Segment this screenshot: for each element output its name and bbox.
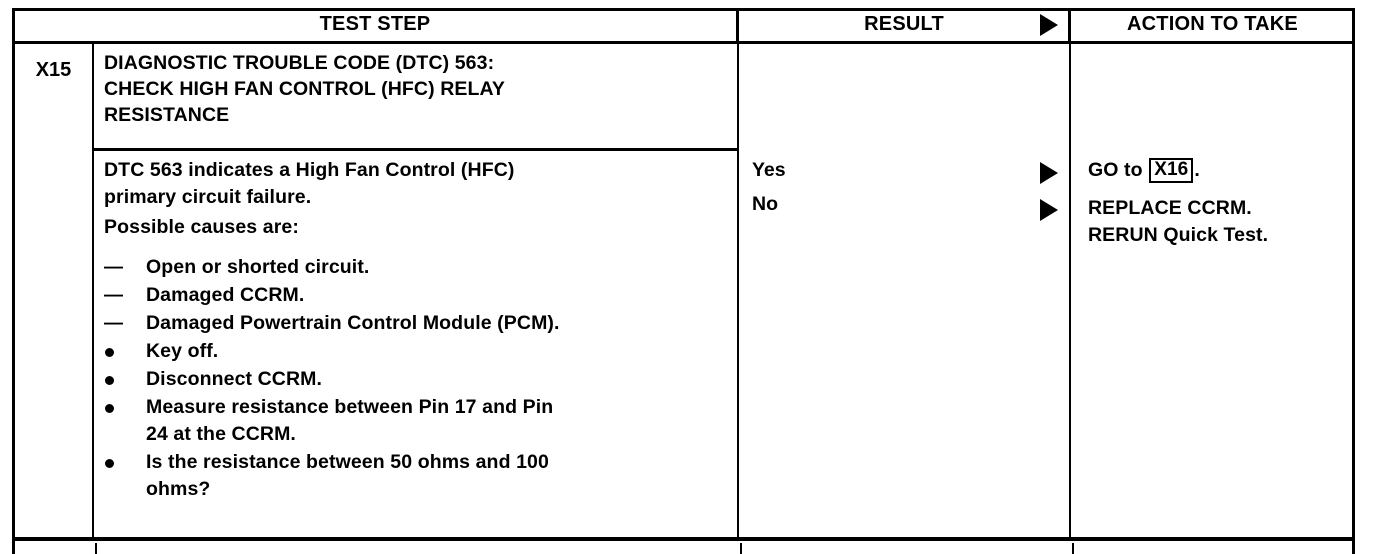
column-divider-action-next [1072, 543, 1074, 554]
list-item-line: Is the resistance between 50 ohms and 10… [146, 451, 549, 473]
column-divider-step-id-body [92, 151, 94, 540]
column-divider-result-next [740, 543, 742, 554]
list-item-line: ohms? [146, 478, 211, 500]
header-action-to-take: ACTION TO TAKE [1127, 13, 1298, 35]
test-step-body: DTC 563 indicates a High Fan Control (HF… [104, 157, 744, 503]
step-title-line: DIAGNOSTIC TROUBLE CODE (DTC) 563: [104, 52, 495, 74]
step-id-cell: X15 [15, 47, 92, 147]
list-item: — Open or shorted circuit. [104, 254, 744, 281]
dash-bullet-icon: — [104, 285, 124, 306]
step-title-line: RESISTANCE [104, 104, 230, 126]
list-item-line: Key off. [146, 340, 219, 362]
list-item-line: 24 at the CCRM. [146, 423, 296, 445]
action-no-line: REPLACE CCRM. [1088, 197, 1252, 219]
action-no-line: RERUN Quick Test. [1088, 224, 1269, 246]
cause-and-procedure-list: — Open or shorted circuit. — Damaged CCR… [104, 254, 744, 503]
header-result: RESULT [864, 13, 944, 35]
step-title-cell: DIAGNOSTIC TROUBLE CODE (DTC) 563: CHECK… [104, 50, 724, 128]
dash-bullet-icon: — [104, 313, 124, 334]
list-item-question: Is the resistance between 50 ohms and 10… [104, 449, 744, 503]
action-no-block: REPLACE CCRM. RERUN Quick Test. [1088, 195, 1350, 249]
row-bottom-rule [12, 537, 1355, 541]
action-goto-suffix: . [1194, 159, 1200, 181]
list-item-line: Damaged Powertrain Control Module (PCM). [146, 312, 560, 334]
body-paragraph-line: Possible causes are: [104, 216, 299, 238]
list-item: — Damaged Powertrain Control Module (PCM… [104, 310, 744, 337]
action-goto-prefix: GO to [1088, 159, 1143, 181]
action-yes-line: GO to X16. [1088, 157, 1350, 184]
column-divider-step-id-next [95, 543, 97, 554]
right-triangle-icon [1040, 199, 1058, 221]
step-title-line: CHECK HIGH FAN CONTROL (HFC) RELAY [104, 78, 505, 100]
body-paragraph-line: primary circuit failure. [104, 186, 312, 208]
column-divider-result-body [737, 44, 739, 540]
result-label: Yes [752, 159, 786, 181]
list-item-line: Open or shorted circuit. [146, 256, 370, 278]
result-cell: Yes No [752, 157, 1032, 225]
step-reference-box[interactable]: X16 [1149, 158, 1194, 183]
list-item: Key off. [104, 338, 744, 365]
action-to-take-cell: GO to X16. REPLACE CCRM. RERUN Quick Tes… [1088, 157, 1350, 249]
right-triangle-icon [1040, 162, 1058, 184]
list-item-line: Measure resistance between Pin 17 and Pi… [146, 396, 554, 418]
next-row-partial [12, 540, 1355, 554]
body-paragraph-line: DTC 563 indicates a High Fan Control (HF… [104, 159, 515, 181]
step-id-label: X15 [35, 59, 72, 81]
title-divider-rule [92, 148, 737, 151]
right-triangle-icon [1040, 14, 1058, 36]
list-item: — Damaged CCRM. [104, 282, 744, 309]
list-item-line: Disconnect CCRM. [146, 368, 323, 390]
result-option-no: No [752, 191, 1032, 225]
result-option-yes: Yes [752, 157, 1032, 191]
result-label: No [752, 193, 778, 215]
list-item-line: Damaged CCRM. [146, 284, 305, 306]
column-divider-action-body [1069, 44, 1071, 540]
list-item: Disconnect CCRM. [104, 366, 744, 393]
table-header-row: TEST STEP RESULT ACTION TO TAKE [12, 8, 1355, 44]
column-divider-step-id [92, 44, 94, 148]
list-item: Measure resistance between Pin 17 and Pi… [104, 394, 744, 448]
column-divider-action-header [1068, 8, 1071, 44]
column-divider-result-header [736, 8, 739, 44]
dash-bullet-icon: — [104, 257, 124, 278]
header-test-step: TEST STEP [319, 13, 431, 35]
